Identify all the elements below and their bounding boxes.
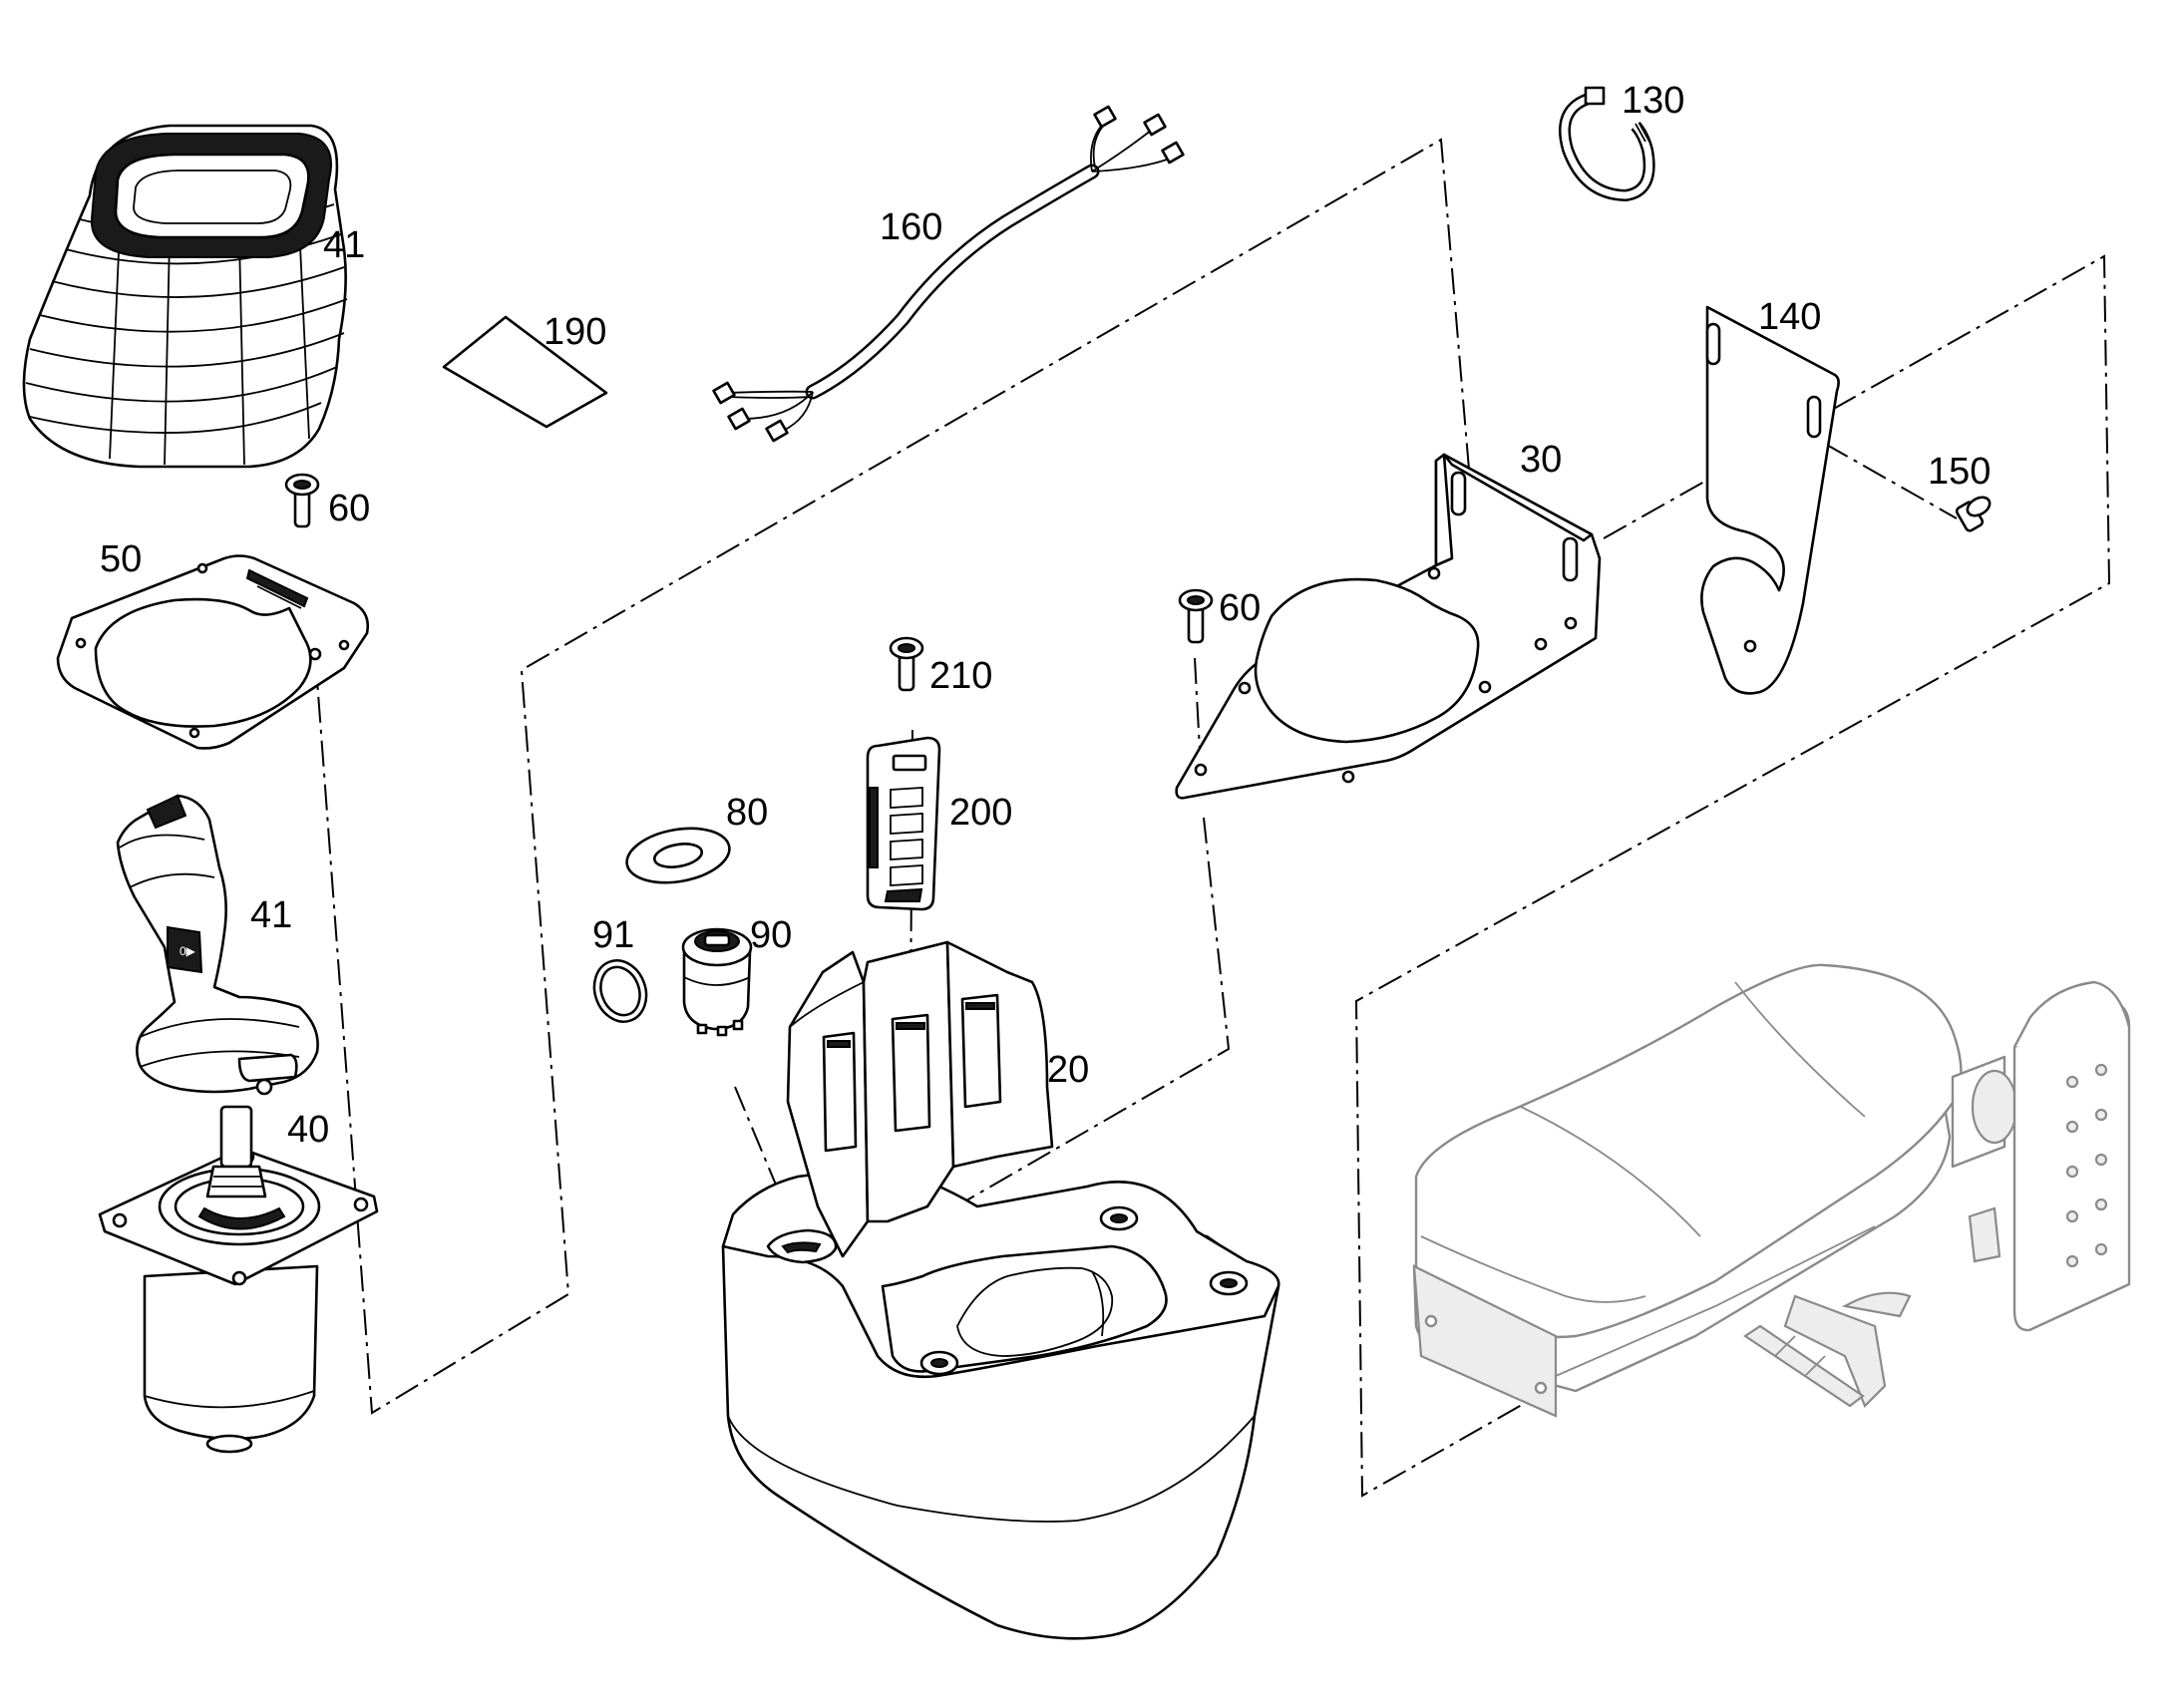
screw-150-part <box>1955 496 1992 532</box>
console-housing-part <box>721 940 1280 1640</box>
label-41-grip: 41 <box>250 894 292 936</box>
hose-clamp-part <box>1559 86 1655 202</box>
joystick-base-part <box>98 1105 379 1454</box>
label-200: 200 <box>949 792 1012 834</box>
label-80: 80 <box>726 792 768 834</box>
wire-harness-part <box>712 105 1185 443</box>
joystick-grip-part: 0▶ <box>116 794 319 1096</box>
rubber-boot-part <box>22 124 348 469</box>
label-150: 150 <box>1928 451 1991 493</box>
screw-60-left-part <box>284 473 320 528</box>
label-130: 130 <box>1622 80 1684 122</box>
label-90: 90 <box>750 914 792 956</box>
ignition-switch-part <box>681 927 753 1037</box>
screw-60-bracket-part <box>1178 588 1214 644</box>
label-210: 210 <box>929 655 992 697</box>
decal-part <box>442 315 608 429</box>
seat-assembly <box>1412 963 2131 1418</box>
label-30: 30 <box>1520 439 1562 481</box>
label-190: 190 <box>544 311 606 353</box>
screw-210-part <box>889 636 924 692</box>
svg-text:0▶: 0▶ <box>180 944 196 958</box>
label-60-left: 60 <box>328 488 370 529</box>
label-50: 50 <box>100 538 142 580</box>
label-41-boot: 41 <box>323 224 365 266</box>
cover-plate-part <box>56 554 369 750</box>
label-20: 20 <box>1047 1049 1089 1091</box>
label-160: 160 <box>880 206 942 248</box>
label-140: 140 <box>1758 296 1821 338</box>
label-91: 91 <box>592 914 634 956</box>
seat-bracket-part <box>1175 453 1602 800</box>
callout-labels: 41 190 160 130 140 30 150 60 50 60 210 8… <box>100 80 1991 1151</box>
label-60-bracket: 60 <box>1219 587 1261 629</box>
switch-panel-part <box>866 736 941 911</box>
o-ring-part <box>592 959 648 1023</box>
washer-part <box>625 827 731 884</box>
label-40: 40 <box>287 1109 329 1151</box>
bracket-plate-part <box>1700 305 1840 695</box>
